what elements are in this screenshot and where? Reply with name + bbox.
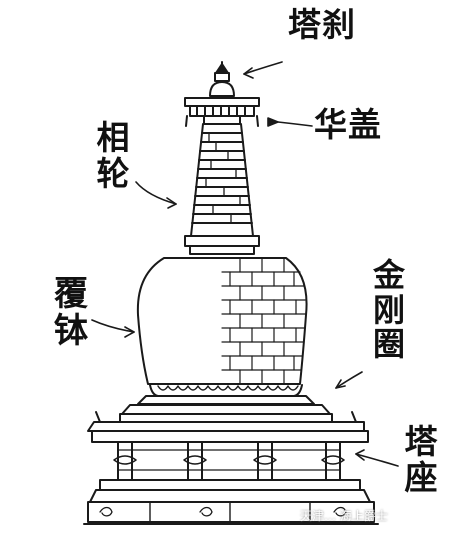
label-jingangquan: 金刚圈 (372, 256, 405, 364)
lotus-ring (137, 384, 315, 405)
arrow-tacha (243, 61, 283, 75)
label-tacha: 塔刹 (288, 5, 356, 44)
arrow-huagai (277, 121, 313, 127)
watermark: 天津… 海上爵士 (300, 509, 388, 523)
label-xianglun: 相轮 (96, 118, 130, 193)
label-tazuo: 塔座 (404, 422, 438, 497)
canopy (184, 97, 260, 127)
spire-finial (209, 61, 235, 97)
arrow-jingangquan (335, 371, 363, 389)
arrow-xianglun (135, 181, 177, 205)
dome-body (136, 257, 308, 385)
ring-stack (184, 123, 260, 255)
base-columns (113, 441, 345, 481)
lower-base (83, 479, 379, 525)
pointer-arrows (91, 61, 399, 467)
arrow-fubo (91, 319, 135, 333)
upper-base (87, 404, 369, 443)
arrow-tazuo (355, 453, 399, 467)
label-huagai: 华盖 (314, 105, 382, 144)
label-fubo: 覆钵 (54, 274, 88, 351)
